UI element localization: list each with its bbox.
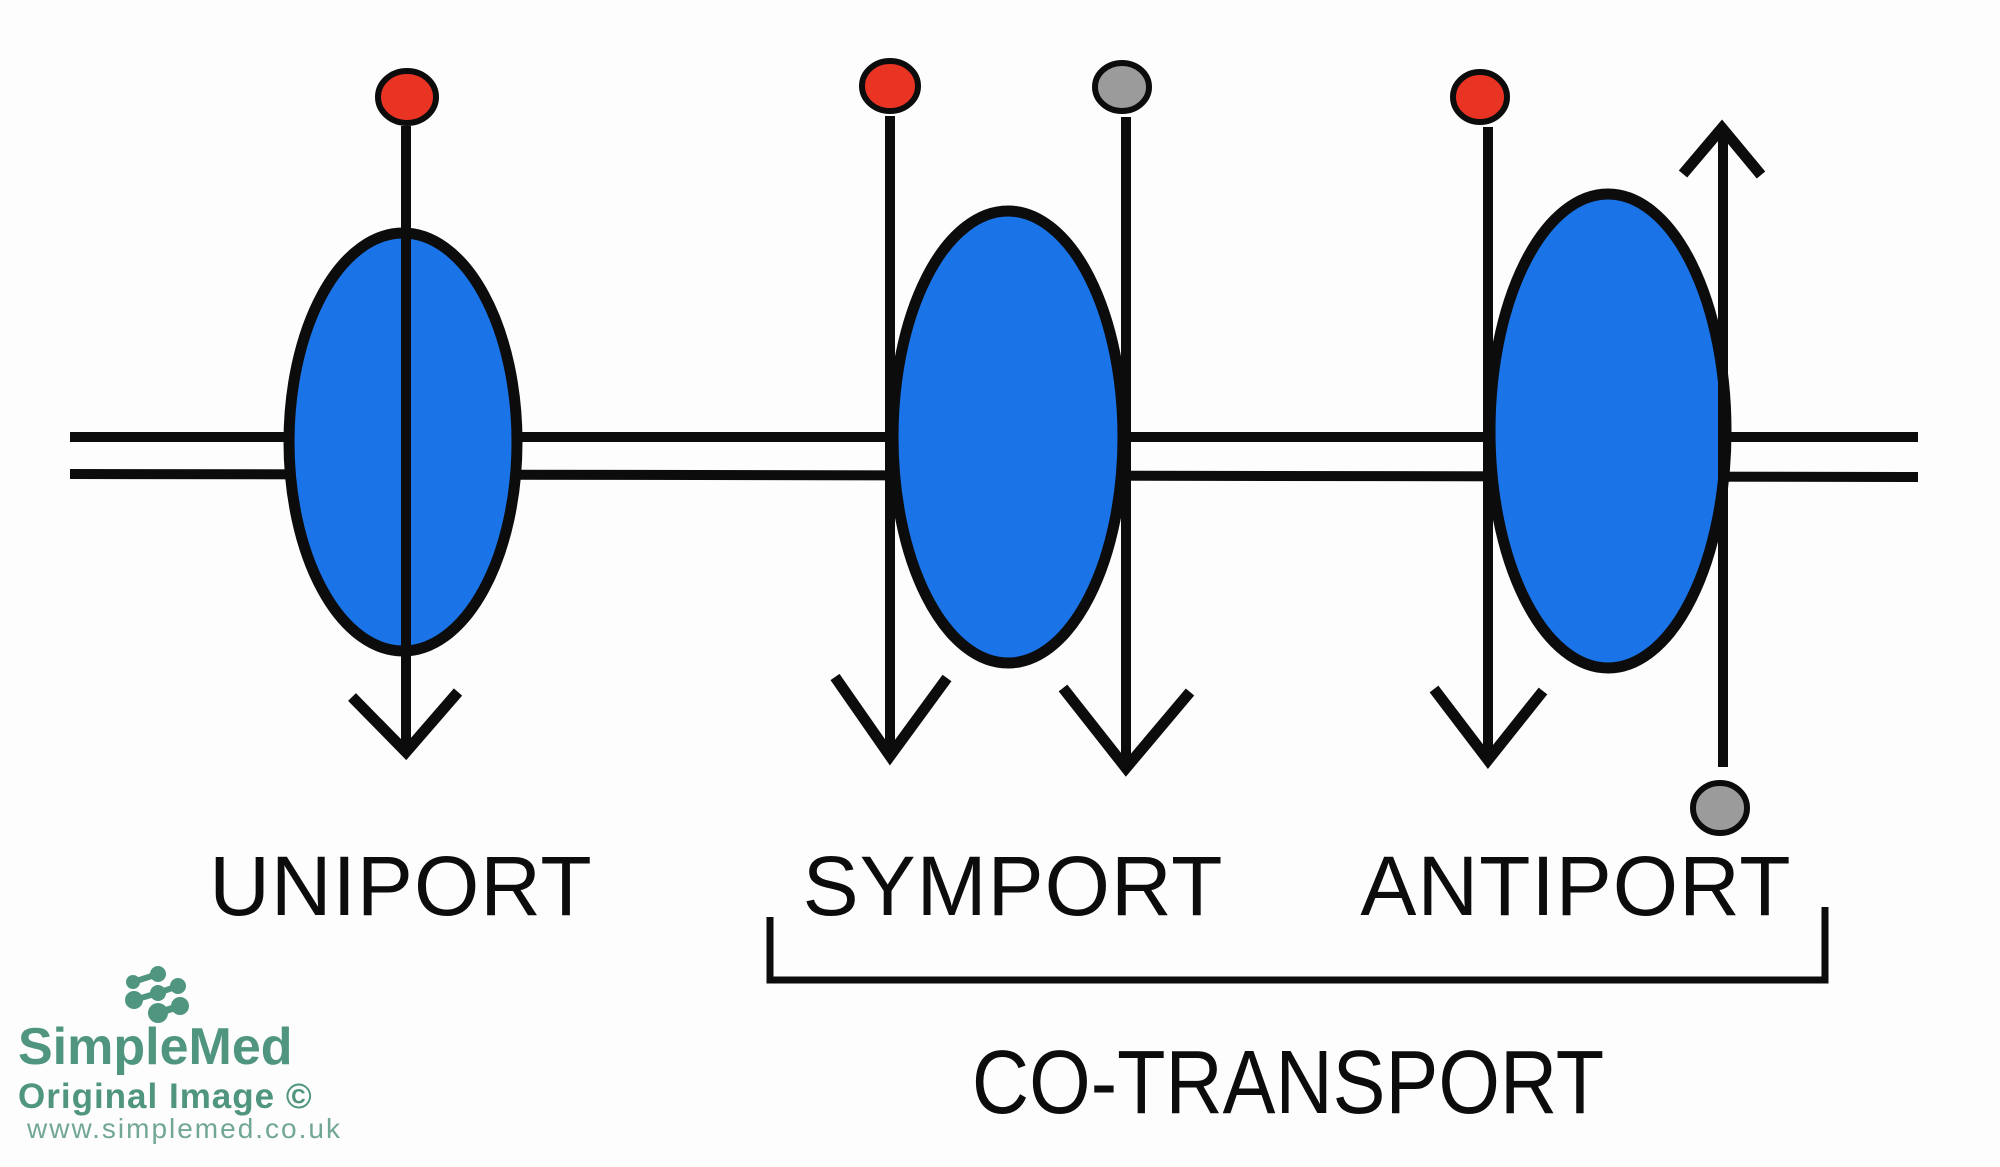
antiport-grey-up-arrowhead-icon	[1678, 119, 1766, 179]
antiport-transporter	[1429, 69, 1766, 836]
uniport-transporter	[283, 68, 523, 761]
uniport-down-arrowhead-icon	[348, 688, 463, 761]
symport-transporter	[830, 58, 1195, 777]
symport-red-down-arrowhead-icon	[830, 673, 952, 766]
symport-red-molecule	[859, 58, 921, 114]
symport-grey-molecule	[1092, 60, 1152, 114]
antiport-red-molecule	[1450, 69, 1510, 125]
symport-label: SYMPORT	[802, 839, 1224, 933]
co-transport-bracket	[766, 907, 1829, 984]
symport-carrier-protein	[887, 205, 1129, 669]
watermark-copyright: Original Image ©	[18, 1077, 313, 1116]
antiport-red-down-arrowhead-icon	[1429, 685, 1548, 769]
co-transport-label: CO-TRANSPORT	[971, 1033, 1605, 1133]
uniport-red-molecule	[375, 68, 439, 126]
antiport-carrier-protein	[1484, 188, 1732, 674]
symport-grey-down-arrowhead-icon	[1058, 684, 1195, 777]
watermark-brand: SimpleMed	[18, 1018, 293, 1076]
molecule-cluster-icon	[125, 966, 189, 1023]
antiport-grey-molecule	[1690, 780, 1750, 836]
watermark-url: www.simplemed.co.uk	[27, 1113, 342, 1144]
antiport-label: ANTIPORT	[1360, 839, 1792, 933]
uniport-label: UNIPORT	[209, 839, 593, 933]
